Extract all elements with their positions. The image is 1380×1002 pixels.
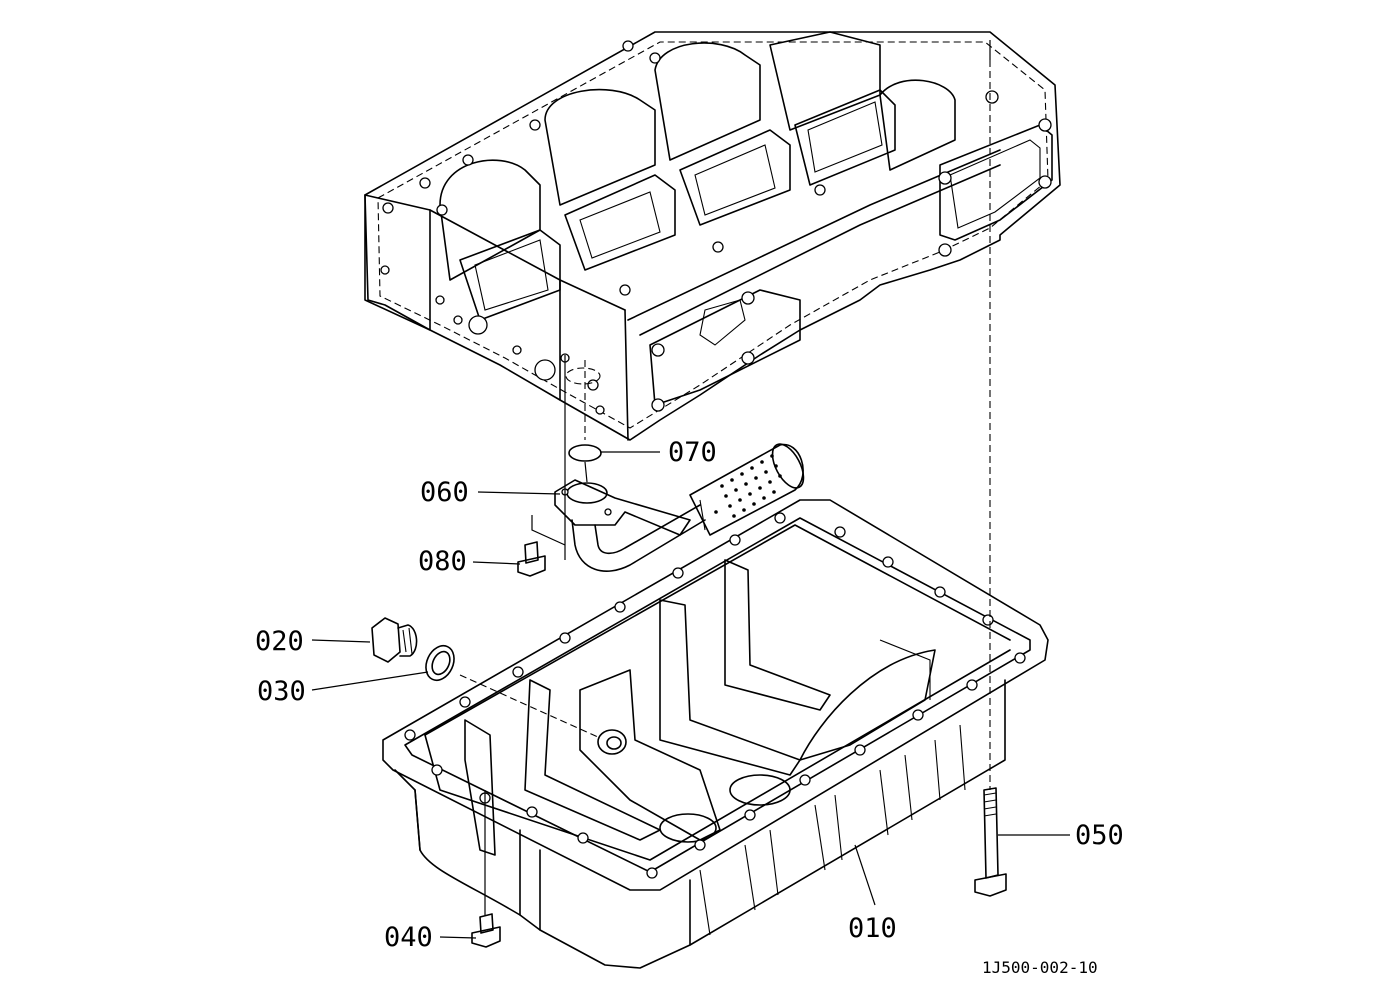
oil-pan-bolt-long (974, 787, 1007, 897)
drawing-reference-number: 1J500-002-10 (982, 958, 1098, 977)
strainer-perforations (714, 454, 782, 518)
o-ring (568, 444, 602, 462)
assembly-center-lines (459, 40, 991, 915)
drain-plug-gasket (425, 644, 455, 682)
strainer-bolt (517, 541, 546, 577)
label-010: 010 (848, 913, 897, 944)
oil-strainer (554, 443, 805, 572)
label-050: 050 (1075, 820, 1124, 851)
label-030: 030 (257, 676, 306, 707)
leader-lines (311, 451, 1070, 939)
oil-pan-bolt-short (471, 913, 501, 948)
label-020: 020 (255, 626, 304, 657)
label-080: 080 (418, 546, 467, 577)
label-070: 070 (668, 437, 717, 468)
engine-block (364, 31, 1061, 441)
drain-plug (371, 617, 418, 663)
label-040: 040 (384, 922, 433, 953)
oil-pan (382, 499, 1049, 969)
label-060: 060 (420, 477, 469, 508)
